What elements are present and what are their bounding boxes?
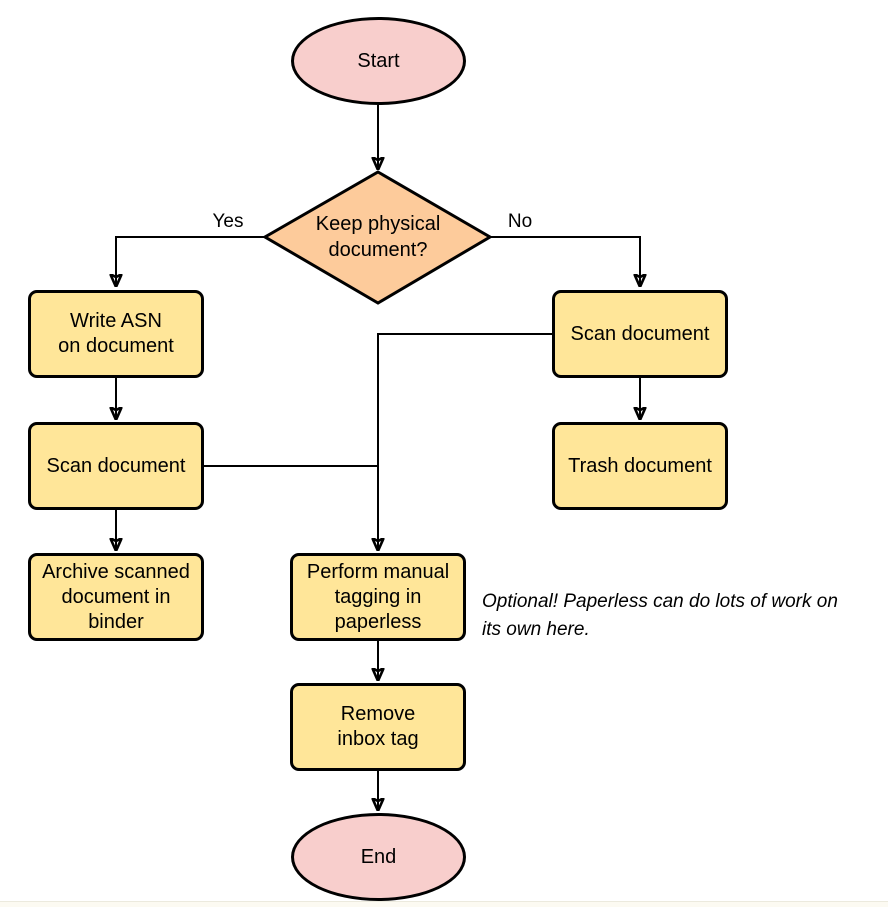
edge-label-yes: Yes: [205, 212, 251, 232]
node-write-asn: Write ASN on document: [28, 290, 204, 378]
node-scan-document-left: Scan document: [28, 422, 204, 510]
node-trash-document: Trash document: [552, 422, 728, 510]
node-end: End: [291, 813, 466, 901]
node-end-label: End: [360, 845, 397, 868]
node-archive-binder: Archive scanned document in binder: [28, 553, 204, 641]
node-manual-tagging: Perform manual tagging in paperless: [290, 553, 466, 641]
node-start: Start: [291, 17, 466, 105]
node-archive-binder-label: Archive scanned document in binder: [42, 560, 190, 633]
node-write-asn-label: Write ASN on document: [58, 310, 174, 357]
node-manual-tagging-label: Perform manual tagging in paperless: [306, 560, 450, 633]
node-trash-document-label: Trash document: [568, 454, 712, 477]
connector-scan-right-to-tagging: [378, 333, 552, 551]
connector-decision-no-to-scan-right: [490, 236, 640, 287]
decision-shape: [262, 170, 493, 305]
node-scan-document-right-label: Scan document: [570, 322, 710, 345]
page-bottom-edge: [0, 901, 888, 907]
node-remove-inbox-tag: Remove inbox tag: [290, 683, 466, 771]
connector-decision-yes-to-write-asn: [116, 236, 265, 287]
annotation-optional-note: Optional! Paperless can do lots of work …: [482, 591, 838, 640]
node-start-label: Start: [357, 49, 400, 72]
node-scan-document-right: Scan document: [552, 290, 728, 378]
node-remove-inbox-tag-label: Remove inbox tag: [337, 703, 419, 750]
edge-label-no: No: [497, 212, 543, 232]
node-scan-document-left-label: Scan document: [46, 454, 186, 477]
node-decision-label: Keep physical document?: [315, 213, 441, 261]
